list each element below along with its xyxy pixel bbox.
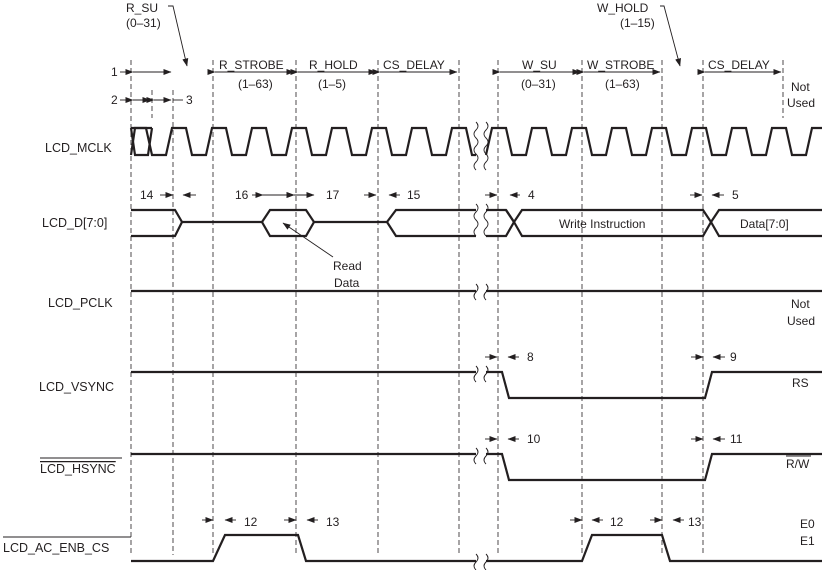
phase-r-strobe: R_STROBE: [219, 58, 284, 72]
marker-4: 4: [528, 188, 535, 202]
not-used-pclk-line1: Not: [791, 297, 810, 311]
e0-label: E0: [800, 517, 815, 531]
hsync-wave: [131, 452, 822, 482]
phase-bar: 1 R_SU (0–31) R_STROBE (1–63) R_HOLD (1–…: [111, 1, 815, 110]
not-used-top-line2: Used: [787, 96, 815, 110]
guide-lines: [130, 60, 784, 555]
data-timing-markers: 14 16 17 15 4 5: [140, 188, 739, 202]
read-data-line1: Read: [333, 259, 362, 273]
marker-2: 2: [111, 93, 118, 107]
phase-w-hold-range: (1–15): [620, 16, 655, 30]
marker-9: 9: [730, 350, 737, 364]
phase-cs-delay-1: CS_DELAY: [383, 58, 445, 72]
signal-data: LCD_D[7:0]: [42, 216, 107, 230]
marker-13-left: 13: [326, 515, 340, 529]
signal-pclk: LCD_PCLK: [48, 296, 113, 310]
marker-5: 5: [732, 188, 739, 202]
phase-w-su: W_SU: [522, 58, 557, 72]
phase-w-hold: W_HOLD: [597, 1, 649, 15]
write-instruction-label: Write Instruction: [559, 217, 645, 231]
read-data-line2: Data: [334, 276, 360, 290]
phase-r-su-range: (0–31): [126, 16, 161, 30]
phase-w-strobe-range: (1–63): [605, 77, 640, 91]
mclk-wave: [129, 126, 822, 157]
rs-label: RS: [792, 376, 809, 390]
marker-11: 11: [730, 432, 743, 446]
e1-label: E1: [800, 534, 815, 548]
marker-12-right: 12: [610, 515, 624, 529]
marker-3: 3: [186, 93, 193, 107]
marker-16: 16: [235, 188, 249, 202]
marker-8: 8: [527, 350, 534, 364]
vsync-wave: [131, 370, 822, 400]
signal-hsync: LCD_HSYNC: [40, 462, 116, 476]
rw-label: R/W: [786, 457, 810, 471]
signal-ac-enb-cs: LCD_AC_ENB_CS: [3, 541, 109, 555]
phase-r-strobe-range: (1–63): [238, 77, 273, 91]
vsync-timing-markers: 8 9: [485, 350, 737, 364]
phase-cs-delay-2: CS_DELAY: [708, 58, 770, 72]
cs-timing-markers: 12 13 12 13: [202, 515, 702, 529]
data-bus-label: Data[7:0]: [740, 217, 789, 231]
phase-r-hold: R_HOLD: [309, 58, 358, 72]
data-wave: Write Instruction Data[7:0] Read Data: [131, 208, 822, 290]
hsync-timing-markers: 10 11: [485, 432, 743, 446]
not-used-pclk-line2: Used: [787, 314, 815, 328]
marker-13-right: 13: [688, 515, 702, 529]
signal-mclk: LCD_MCLK: [45, 141, 112, 155]
signal-vsync: LCD_VSYNC: [39, 380, 114, 394]
marker-1: 1: [111, 65, 118, 79]
marker-12-left: 12: [244, 515, 258, 529]
phase-w-strobe: W_STROBE: [587, 58, 654, 72]
time-break-marks: [473, 121, 489, 570]
marker-15: 15: [407, 188, 421, 202]
ac-enb-cs-wave: [131, 533, 822, 563]
phase-r-hold-range: (1–5): [318, 77, 346, 91]
phase-r-su: R_SU: [126, 1, 158, 15]
phase-w-su-range: (0–31): [521, 77, 556, 91]
marker-14: 14: [140, 188, 154, 202]
marker-17: 17: [326, 188, 340, 202]
not-used-top-line1: Not: [791, 80, 810, 94]
marker-10: 10: [527, 432, 541, 446]
